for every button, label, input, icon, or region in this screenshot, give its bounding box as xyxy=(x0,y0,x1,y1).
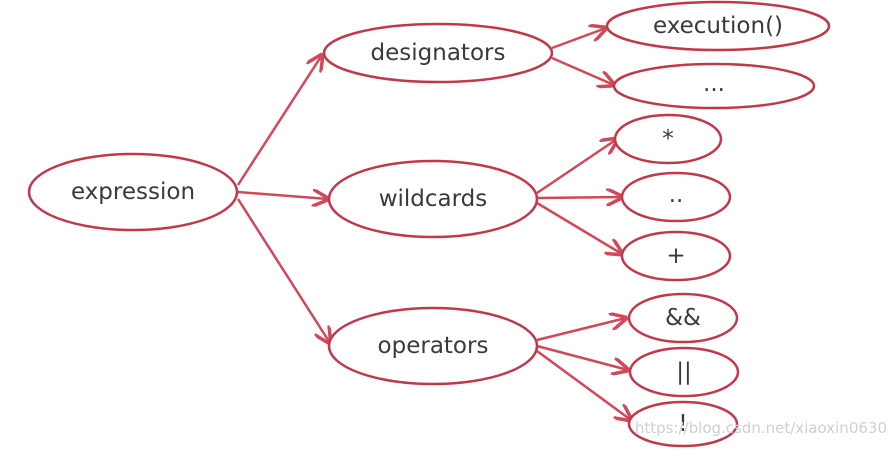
node-label: expression xyxy=(71,179,195,205)
edge-wildcards-plus xyxy=(536,201,622,254)
edge-wildcards-star xyxy=(536,139,617,195)
edge-operators-not xyxy=(536,349,631,420)
node-label: execution() xyxy=(653,13,783,39)
edge-operators-and xyxy=(536,318,626,342)
node-label: operators xyxy=(378,333,489,359)
edge-expression-operators xyxy=(236,198,330,343)
edge-expression-wildcards xyxy=(237,192,328,199)
node-label: wildcards xyxy=(379,186,488,212)
node-label: designators xyxy=(371,40,506,66)
node-operators: operators xyxy=(327,306,539,386)
node-label: && xyxy=(665,305,701,331)
edges xyxy=(236,28,631,420)
edge-wildcards-dotdot xyxy=(536,197,622,198)
node-label: .. xyxy=(669,182,684,208)
node-label: ! xyxy=(678,411,687,437)
node-label: || xyxy=(676,359,692,385)
edge-expression-designators xyxy=(236,55,322,186)
node-label: * xyxy=(662,126,674,152)
node-star: * xyxy=(613,113,723,165)
node-expression: expression xyxy=(27,152,239,232)
node-label: + xyxy=(666,243,685,269)
node-designators: designators xyxy=(322,22,554,84)
watermark-text: https://blog.csdn.net/xiaoxin0630 xyxy=(634,419,887,437)
node-label: ... xyxy=(703,71,725,97)
node-ellipsis: ... xyxy=(612,62,816,110)
node-not: ! xyxy=(627,400,739,448)
edge-designators-execution xyxy=(551,28,606,50)
edge-operators-or xyxy=(536,344,628,370)
node-wildcards: wildcards xyxy=(327,159,539,239)
node-dotdot: .. xyxy=(620,171,732,223)
edge-designators-ellipsis xyxy=(551,56,614,85)
node-or: || xyxy=(628,346,740,398)
node-and: && xyxy=(627,292,739,344)
node-execution: execution() xyxy=(605,0,831,52)
node-plus: + xyxy=(620,230,732,282)
